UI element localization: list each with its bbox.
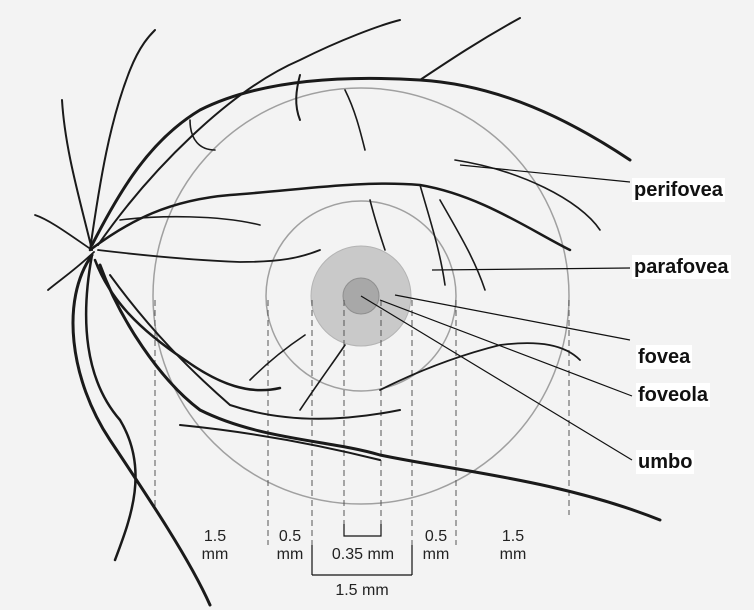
umbo-label: umbo xyxy=(636,450,694,474)
dim-unit: mm xyxy=(416,546,456,564)
dim-value: 0.5 xyxy=(270,528,310,546)
fovea-label: fovea xyxy=(636,345,692,369)
parafovea-width-left: 0.5 mm xyxy=(270,528,310,564)
perifovea-width-right: 1.5 mm xyxy=(488,528,538,564)
foveola-label: foveola xyxy=(636,383,710,407)
parafovea-label: parafovea xyxy=(632,255,731,279)
dim-unit: mm xyxy=(488,546,538,564)
foveola-width: 0.35 mm xyxy=(316,546,410,564)
dim-value: 0.5 xyxy=(416,528,456,546)
fovea-width: 1.5 mm xyxy=(317,582,407,600)
parafovea-width-right: 0.5 mm xyxy=(416,528,456,564)
dim-value: 1.5 xyxy=(190,528,240,546)
perifovea-label: perifovea xyxy=(632,178,725,202)
dim-value: 1.5 xyxy=(488,528,538,546)
dim-unit: mm xyxy=(190,546,240,564)
dim-unit: mm xyxy=(270,546,310,564)
perifovea-width-left: 1.5 mm xyxy=(190,528,240,564)
